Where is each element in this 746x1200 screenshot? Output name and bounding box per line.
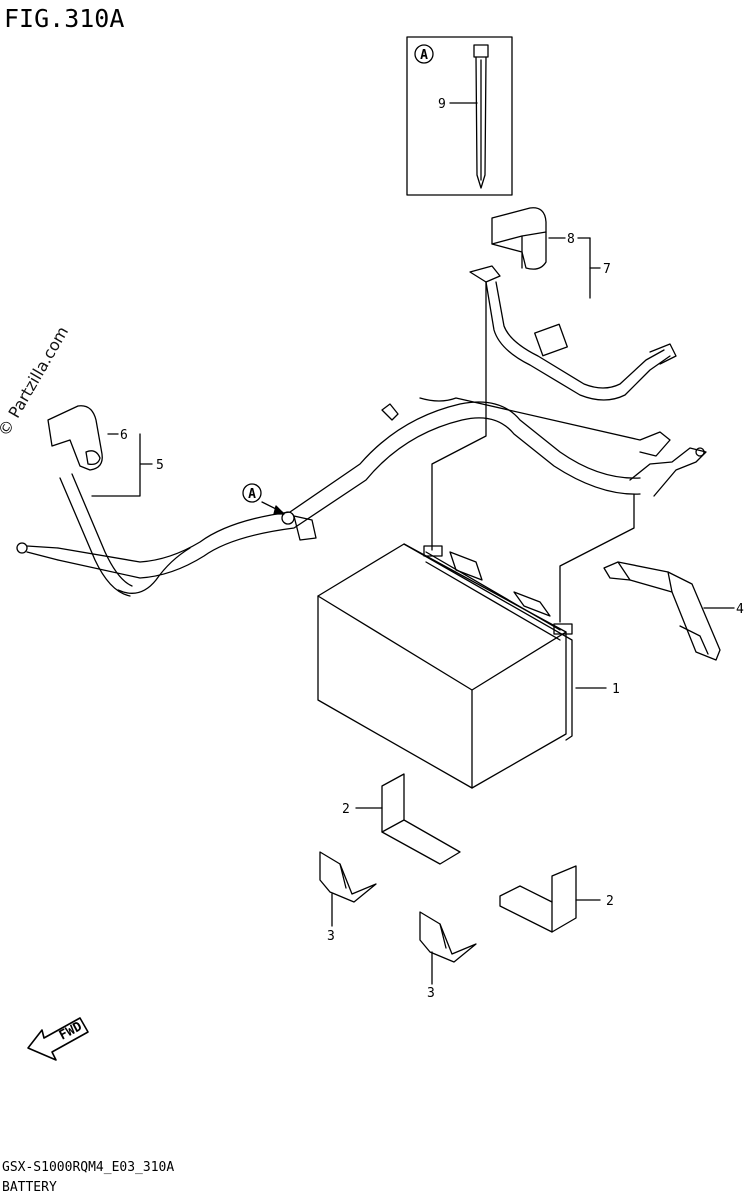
harness-clip[interactable]: [293, 515, 317, 541]
spacer-pad-part-3-left[interactable]: [319, 851, 377, 903]
figure-code: GSX-S1000RQM4_E03_310A: [2, 1160, 175, 1175]
battery-bracket-part-4[interactable]: [603, 561, 721, 661]
callout-3-right: 3: [427, 986, 435, 1001]
callout-1: 1: [612, 682, 620, 697]
callout-5: 5: [156, 458, 164, 473]
spacer-pad-part-2-upper[interactable]: [381, 773, 461, 865]
positive-cable-part-7[interactable]: [469, 265, 677, 401]
callout-8: 8: [567, 232, 575, 247]
callout-6: 6: [120, 428, 128, 443]
callout-9: 9: [438, 97, 446, 112]
battery-part-1[interactable]: [317, 543, 573, 789]
cable-clamp[interactable]: [381, 403, 399, 421]
spacer-pad-part-3-right[interactable]: [419, 911, 477, 963]
cable-tie-part-9[interactable]: [473, 44, 489, 189]
callout-7: 7: [603, 262, 611, 277]
ref-marker-a: A: [248, 487, 256, 502]
fwd-label: FWD: [57, 1019, 85, 1043]
harness-part-5[interactable]: [16, 397, 707, 597]
callout-3-left: 3: [327, 929, 335, 944]
terminal-cover-part-8[interactable]: [491, 207, 547, 270]
figure-title: FIG.310A: [4, 4, 125, 33]
callout-4: 4: [736, 602, 744, 617]
fwd-arrow-icon: FWD: [27, 1017, 89, 1061]
terminal-cap-part-6[interactable]: [47, 405, 103, 471]
callout-2-upper: 2: [342, 802, 350, 817]
inset-marker-a: A: [420, 48, 428, 63]
inset-box-a: A 9: [406, 36, 513, 196]
callout-2-lower: 2: [606, 894, 614, 909]
figure-name: BATTERY: [2, 1180, 57, 1195]
spacer-pad-part-2-lower[interactable]: [499, 865, 577, 933]
